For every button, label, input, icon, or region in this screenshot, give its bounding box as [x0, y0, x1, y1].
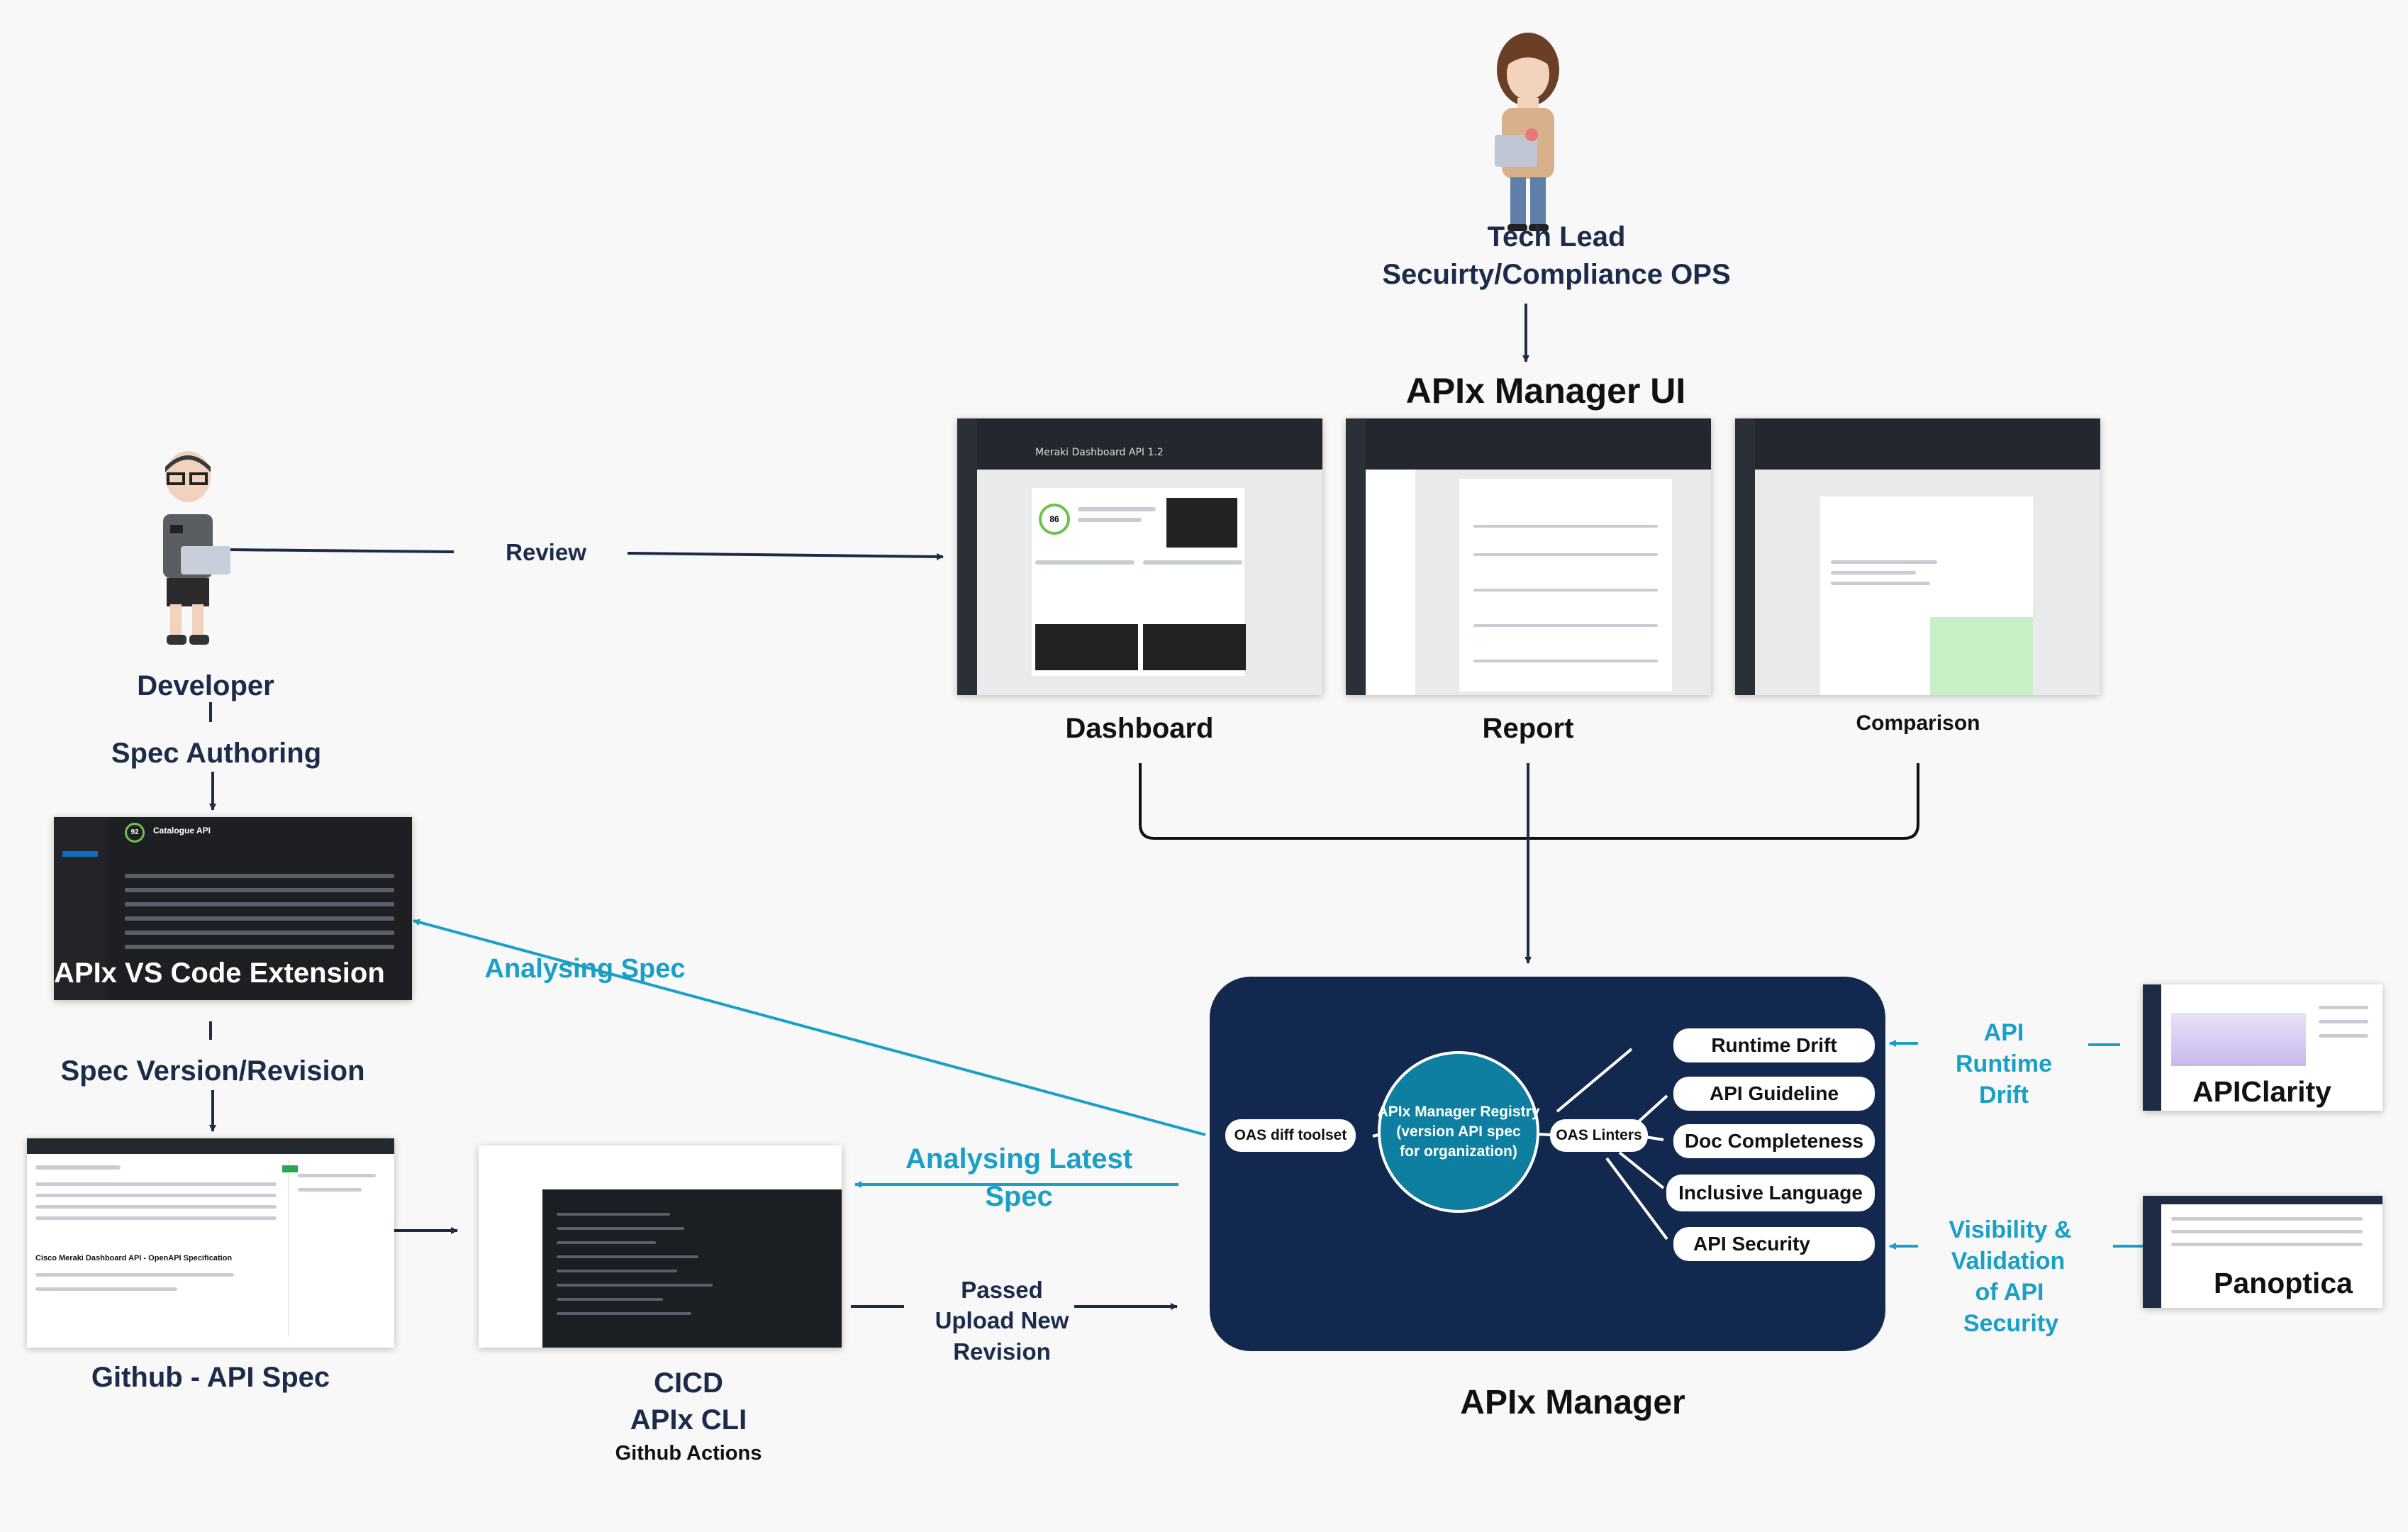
panoptica-screenshot: Panoptica — [2143, 1196, 2382, 1308]
visibility-label-4: Security — [1963, 1310, 2059, 1337]
developer-avatar — [163, 451, 230, 645]
analysing-spec-label: Analysing Spec — [484, 954, 686, 984]
runtime-drift-label-1: API — [1983, 1019, 2024, 1046]
runtime-drift-label-3: Drift — [1979, 1082, 2029, 1109]
analysing-latest-label-2: Spec — [985, 1181, 1053, 1212]
oas-linters: OAS Linters — [1550, 1119, 1648, 1152]
panoptica-label: Panoptica — [2214, 1267, 2353, 1299]
tech-lead-role: Secuirty/Compliance OPS — [1382, 259, 1731, 290]
linter-inclusive-language: Inclusive Language — [1666, 1175, 1875, 1211]
vscode-extension-label: APIx VS Code Extension — [54, 958, 385, 989]
tech-lead-title: Tech Lead — [1487, 221, 1626, 252]
comparison-screenshot — [1735, 418, 2100, 695]
tech-lead-avatar — [1495, 33, 1559, 231]
github-label: Github - API Spec — [91, 1362, 330, 1393]
github-actions-label: Github Actions — [615, 1442, 762, 1465]
passed-label-1: Passed — [961, 1277, 1043, 1303]
passed-label-3: Revision — [953, 1338, 1051, 1365]
oas-diff-toolset: OAS diff toolset — [1225, 1119, 1356, 1152]
vscode-score: 92 — [125, 823, 145, 843]
linter-api-security: API Security — [1673, 1227, 1875, 1261]
linter-runtime-drift: Runtime Drift — [1673, 1028, 1875, 1062]
passed-label-2: Upload New — [935, 1307, 1069, 1333]
dashboard-score: 86 — [1039, 504, 1070, 535]
cicd-label: CICD — [654, 1367, 723, 1399]
visibility-label-1: Visibility & — [1949, 1216, 2072, 1243]
apix-manager-connectors — [1372, 1048, 1668, 1240]
dashboard-header-text: Meraki Dashboard API 1.2 — [1035, 447, 1164, 458]
registry-line-3: for organization) — [1400, 1143, 1517, 1160]
spec-authoring-label: Spec Authoring — [111, 738, 322, 769]
vscode-screenshot: 92 Catalogue API APIx VS Code Extension — [54, 817, 412, 1000]
report-screenshot — [1346, 418, 1711, 695]
developer-label: Developer — [137, 670, 274, 701]
dashboard-label: Dashboard — [1065, 713, 1214, 744]
apiclarity-label: APIClarity — [2192, 1075, 2331, 1108]
report-label: Report — [1482, 713, 1574, 744]
review-label: Review — [506, 539, 586, 565]
dashboard-screenshot: Meraki Dashboard API 1.2 86 — [957, 418, 1322, 695]
registry-line-2: (version API spec — [1396, 1123, 1521, 1140]
apiclarity-screenshot: APIClarity — [2143, 984, 2382, 1111]
registry-line-1: APIx Manager Registry — [1377, 1104, 1540, 1120]
vscode-catalogue-title: Catalogue API — [153, 826, 211, 836]
runtime-drift-label-2: Runtime — [1956, 1050, 2052, 1077]
linter-api-guideline: API Guideline — [1673, 1077, 1875, 1111]
apix-registry-circle: APIx Manager Registry (version API spec … — [1378, 1051, 1539, 1213]
visibility-label-2: Validation — [1951, 1248, 2066, 1275]
linter-doc-completeness: Doc Completeness — [1673, 1124, 1875, 1158]
apix-manager-ui-title: APIx Manager UI — [1405, 371, 1686, 411]
visibility-label-3: of API — [1975, 1279, 2044, 1306]
github-repo-title: Cisco Meraki Dashboard API - OpenAPI Spe… — [35, 1254, 233, 1262]
github-screenshot: Cisco Meraki Dashboard API - OpenAPI Spe… — [27, 1138, 394, 1348]
cicd-screenshot — [479, 1145, 842, 1348]
analysing-latest-label-1: Analysing Latest — [905, 1143, 1133, 1175]
apix-cli-label: APIx CLI — [630, 1404, 747, 1436]
apix-manager-title: APIx Manager — [1460, 1384, 1685, 1421]
spec-version-label: Spec Version/Revision — [60, 1055, 365, 1087]
comparison-label: Comparison — [1856, 711, 1980, 735]
